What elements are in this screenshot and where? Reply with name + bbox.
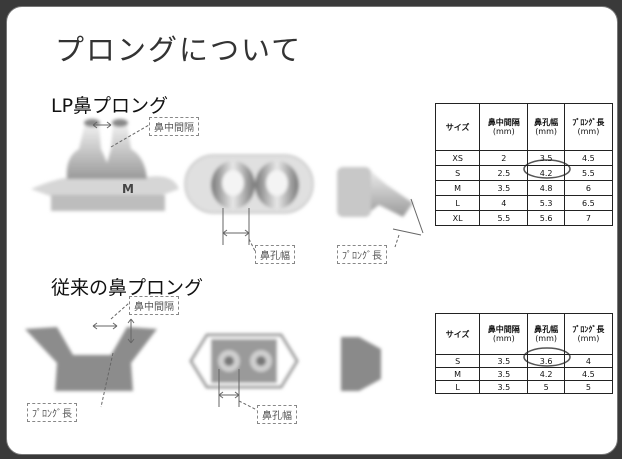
column-header: ﾌﾟﾛﾝｸﾞ長(mm) <box>563 313 614 355</box>
table-cell: 5 <box>563 380 614 394</box>
table-header-row: サイズ 鼻中間隔(mm) 鼻孔幅(mm) ﾌﾟﾛﾝｸﾞ長(mm) <box>434 313 614 355</box>
table-cell: 4.2 <box>527 367 565 381</box>
table-cell: 4.5 <box>563 367 614 381</box>
table-cell: 6 <box>563 180 614 196</box>
table-cell: 3.5 <box>479 380 529 394</box>
table-cell: 3.5 <box>479 180 529 196</box>
lp-prong-top-image <box>184 154 314 214</box>
table-cell: 4 <box>563 354 614 368</box>
table-cell: 5.6 <box>527 210 565 226</box>
table-cell: 5.5 <box>479 210 529 226</box>
table-cell: L <box>434 380 481 394</box>
lp-section-heading: LP鼻プロング <box>51 95 169 117</box>
table-cell: 4 <box>479 195 529 211</box>
conventional-prong-front-image <box>25 327 157 391</box>
column-header: 鼻孔幅(mm) <box>527 313 565 355</box>
conventional-prong-side-image <box>341 337 381 391</box>
table-cell: M <box>434 367 481 381</box>
table-cell: 7 <box>563 210 614 226</box>
column-header: サイズ <box>434 313 481 355</box>
table-cell: M <box>434 180 481 196</box>
table-cell: 3.5 <box>527 150 565 166</box>
table-cell: 5 <box>527 380 565 394</box>
lp-septum-callout: 鼻中間隔 <box>149 117 199 136</box>
table-cell: XS <box>434 150 481 166</box>
conventional-septum-callout: 鼻中間隔 <box>129 296 179 315</box>
column-header: 鼻中間隔(mm) <box>479 313 529 355</box>
prong-illustrations: M <box>25 119 571 412</box>
slide: プロングについて LP鼻プロング 従来の鼻プロング M <box>6 6 618 455</box>
lp-nostril-callout: 鼻孔幅 <box>255 245 295 264</box>
table-cell: 3.5 <box>479 367 529 381</box>
table-cell: 4.8 <box>527 180 565 196</box>
table-cell: S <box>434 354 481 368</box>
column-header: ﾌﾟﾛﾝｸﾞ長(mm) <box>563 103 614 151</box>
column-header: サイズ <box>434 103 481 151</box>
table-cell: 2 <box>479 150 529 166</box>
column-header: 鼻孔幅(mm) <box>527 103 565 151</box>
conventional-prong-top-image <box>189 333 299 389</box>
table-cell: XL <box>434 210 481 226</box>
table-cell: 3.5 <box>479 354 529 368</box>
page-title: プロングについて <box>55 33 303 67</box>
table-cell: 2.5 <box>479 165 529 181</box>
table-header-row: サイズ 鼻中間隔(mm) 鼻孔幅(mm) ﾌﾟﾛﾝｸﾞ長(mm) <box>434 103 614 151</box>
conventional-section-heading: 従来の鼻プロング <box>51 277 204 299</box>
table-cell: 3.6 <box>527 354 565 368</box>
product-mark: M <box>122 182 134 196</box>
table-cell: L <box>434 195 481 211</box>
table-cell: 4.5 <box>563 150 614 166</box>
column-header: 鼻中間隔(mm) <box>479 103 529 151</box>
table-cell: S <box>434 165 481 181</box>
table-cell: 5.5 <box>563 165 614 181</box>
table-cell: 5.3 <box>527 195 565 211</box>
conventional-nostril-callout: 鼻孔幅 <box>257 405 297 424</box>
table-cell: 6.5 <box>563 195 614 211</box>
lp-length-callout: ﾌﾟﾛﾝｸﾞ長 <box>337 245 387 264</box>
lp-prong-side-image <box>337 167 413 217</box>
conventional-length-callout: ﾌﾟﾛﾝｸﾞ長 <box>27 403 77 422</box>
table-cell: 4.2 <box>527 165 565 181</box>
